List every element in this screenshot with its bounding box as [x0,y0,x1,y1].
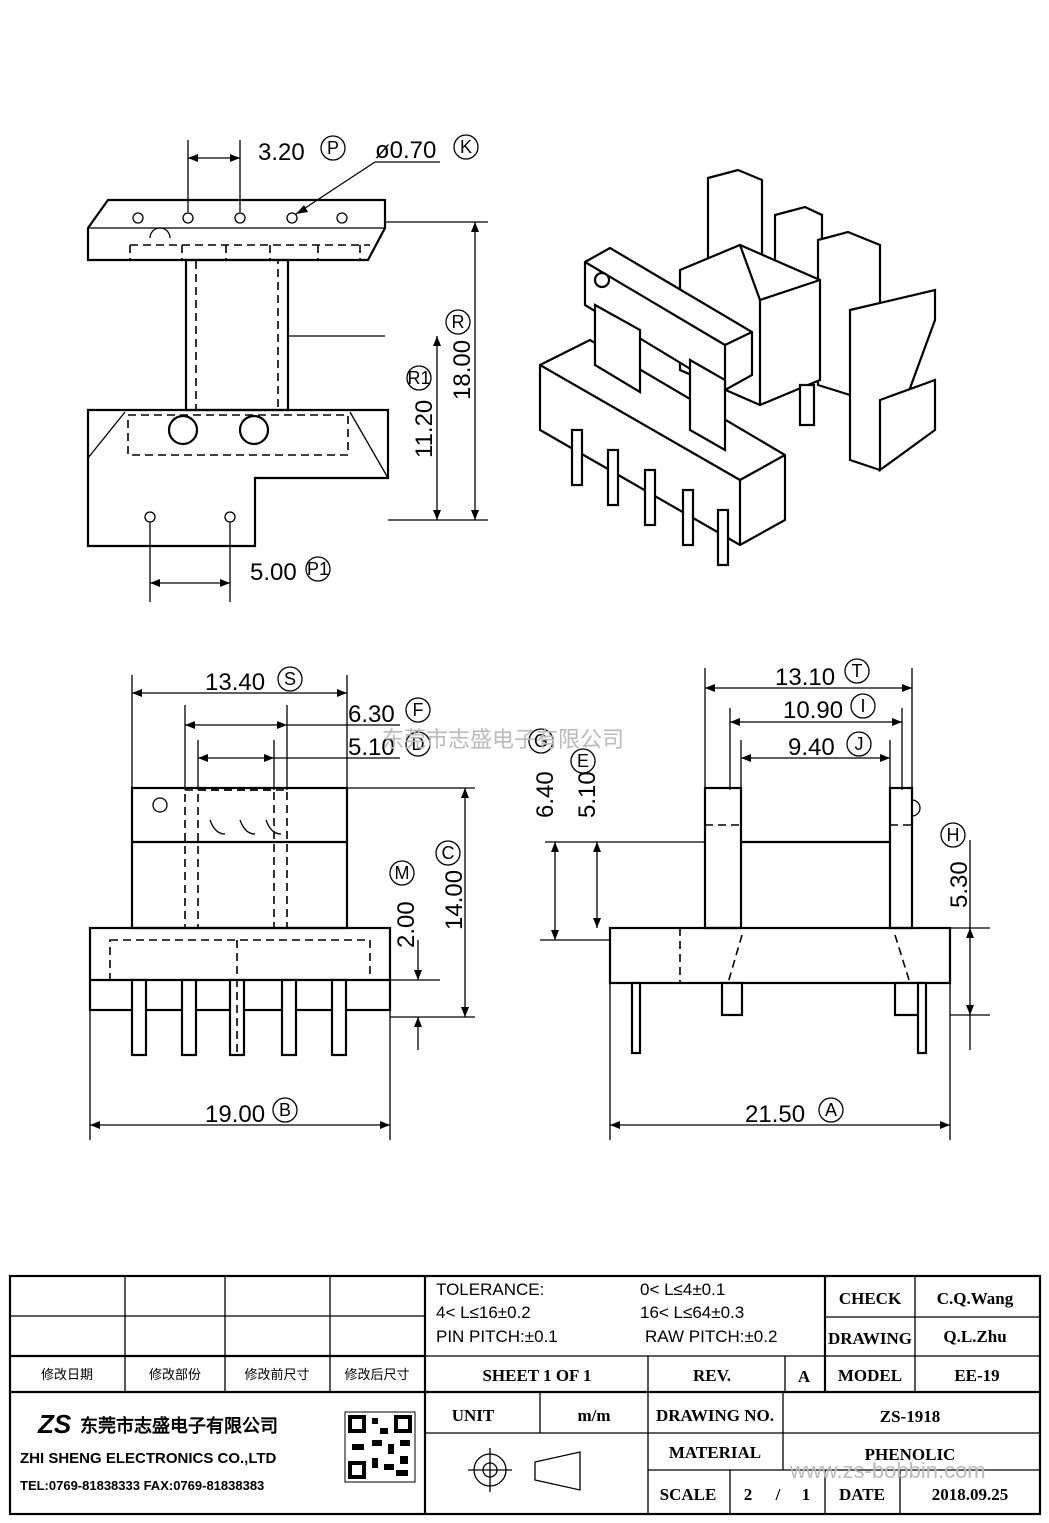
dim-k-tag: K [460,137,472,157]
drawing-no-value: ZS-1918 [880,1407,940,1426]
scale-numerator: 2 [744,1485,753,1504]
tolerance-3: 16< L≤64±0.3 [640,1303,744,1322]
dim-t-tag: T [852,661,863,681]
scale-separator: / [775,1485,781,1504]
dim-e-tag: E [577,751,589,771]
first-angle-projection-icon [468,1448,581,1492]
dim-b-tag: B [279,1100,291,1120]
company-name-cn: 东莞市志盛电子有限公司 [80,1415,278,1436]
tolerance-2: 4< L≤16±0.2 [436,1303,531,1322]
scale-label: SCALE [660,1485,717,1504]
unit-label: UNIT [452,1406,495,1425]
check-label: CHECK [839,1289,902,1308]
company-logo-text: ZS [37,1409,72,1439]
dim-r1-tag: R1 [407,368,430,388]
dim-p-value: 3.20 [258,139,305,166]
tolerance-1: 0< L≤4±0.1 [640,1280,725,1299]
rev-header-before: 修改前尺寸 [244,1367,309,1382]
dim-h-value: 5.30 [946,861,973,908]
dim-m-tag: M [395,863,410,883]
tolerance-label: TOLERANCE: [436,1280,544,1299]
dim-g-value: 6.40 [532,771,559,818]
dim-d-tag: D [412,734,425,754]
model-label: MODEL [838,1366,902,1385]
dim-g-tag: G [534,731,548,751]
watermark-website: www.zs-bobbin.com [789,1458,986,1483]
title-block: 修改日期 修改部份 修改前尺寸 修改后尺寸 TOLERANCE: 0< L≤4±… [8,1274,1042,1516]
dim-j-tag: J [855,734,864,754]
material-label: MATERIAL [669,1443,761,1462]
rev-header-after: 修改后尺寸 [344,1367,409,1382]
dim-r1-value: 11.20 [411,400,438,458]
rev-label: REV. [693,1366,731,1385]
rev-header-date: 修改日期 [41,1367,93,1382]
drawing-label: DRAWING [828,1329,912,1348]
dim-k-value: ø0.70 [375,137,436,164]
dim-p-tag: P [327,138,339,158]
date-value: 2018.09.25 [932,1485,1009,1504]
material-value: PHENOLIC [865,1445,956,1464]
company-logo: ZS [37,1409,72,1439]
front-view: 13.40 S 6.30 F 5.10 D 14.00 C [88,666,475,1140]
dim-m-value: 2.00 [393,901,420,948]
dim-i-tag: I [860,696,865,716]
dim-d-value: 5.10 [348,734,395,761]
sheet-info: SHEET 1 OF 1 [482,1366,591,1385]
dim-r-tag: R [452,312,465,332]
dim-h-tag: H [947,825,960,845]
isometric-view [538,168,937,567]
dim-f-value: 6.30 [348,701,395,728]
unit-value: m/m [577,1406,610,1425]
dim-a-value: 21.50 [745,1101,805,1128]
watermark-company: 东莞市志盛电子有限公司 [382,727,624,752]
dim-r-value: 18.00 [449,340,476,400]
dim-a-tag: A [825,1100,837,1120]
drawing-value: Q.L.Zhu [943,1327,1006,1346]
dim-p1-value: 5.00 [250,559,297,586]
dim-p1-tag: P1 [307,559,329,579]
dim-f-tag: F [413,700,424,720]
date-label: DATE [839,1485,885,1504]
drawing-no-label: DRAWING NO. [656,1406,774,1425]
company-name-en: ZHI SHENG ELECTRONICS CO.,LTD [20,1450,277,1467]
dim-c-tag: C [442,843,455,863]
dim-t-value: 13.10 [775,664,835,691]
rev-header-part: 修改部份 [149,1367,201,1382]
company-contact: TEL:0769-81838333 FAX:0769-81838383 [20,1478,264,1493]
pin-pitch: PIN PITCH:±0.1 [436,1327,558,1346]
dim-c-value: 14.00 [441,870,468,930]
dim-s-value: 13.40 [205,669,265,696]
check-value: C.Q.Wang [937,1289,1014,1308]
model-value: EE-19 [954,1366,999,1385]
dim-j-value: 9.40 [788,734,835,761]
side-view: 13.10 T 10.90 I 9.40 J 6.40 G 5.10 [528,658,990,1140]
rev-value: A [798,1367,811,1386]
top-view: 3.20 P ø0.70 K 18.00 R 11.20 R1 5.00 P1 [86,134,488,602]
qr-code-icon [344,1411,416,1483]
dim-b-value: 19.00 [205,1101,265,1128]
dim-s-tag: S [284,669,296,689]
raw-pitch: RAW PITCH:±0.2 [645,1327,777,1346]
scale-denominator: 1 [802,1485,811,1504]
dim-i-value: 10.90 [783,697,843,724]
dim-e-value: 5.10 [574,771,601,818]
